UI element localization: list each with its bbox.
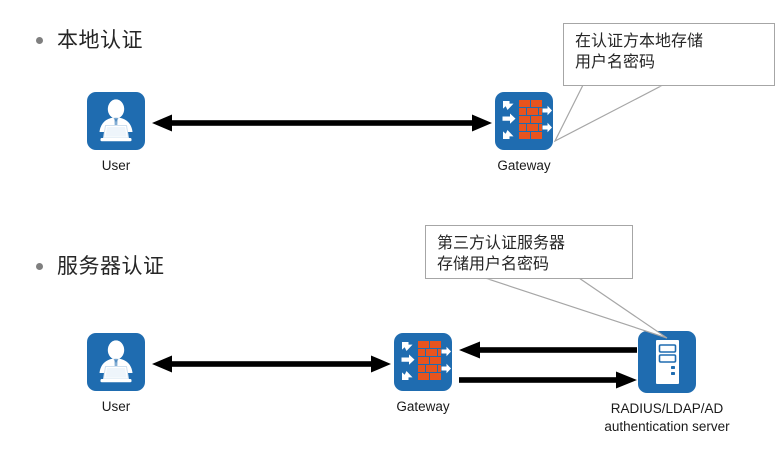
node-label-user: User <box>101 399 131 414</box>
node-label-gateway: Gateway <box>396 399 450 414</box>
callout-server-auth: 第三方认证服务器 存储用户名密码 <box>425 225 633 279</box>
callout-line-2: 存储用户名密码 <box>437 256 550 274</box>
arrow-gateway-to-server <box>459 369 637 396</box>
user-at-laptop-icon <box>87 333 145 391</box>
section-heading-local-auth: 本地认证 <box>36 30 143 51</box>
section-heading-label: 本地认证 <box>57 29 143 52</box>
node-user-local[interactable]: User <box>87 92 145 175</box>
node-label-auth-server-line2: authentication server <box>604 419 730 435</box>
node-user-server[interactable]: User <box>87 333 145 416</box>
firewall-gateway-icon <box>495 92 553 150</box>
node-label-auth-server: RADIUS/LDAP/AD authentication server <box>562 400 772 436</box>
callout-local-auth: 在认证方本地存储 用户名密码 <box>563 23 775 86</box>
node-label-user: User <box>101 158 131 173</box>
node-label-gateway: Gateway <box>497 158 551 173</box>
callout-line-2: 用户名密码 <box>575 54 656 72</box>
node-label-auth-server-line1: RADIUS/LDAP/AD <box>610 401 724 416</box>
node-auth-server[interactable]: RADIUS/LDAP/AD authentication server <box>604 331 772 436</box>
bullet-dot-icon <box>36 37 43 44</box>
arrow-user-gateway-server <box>152 353 391 380</box>
server-tower-icon <box>638 331 696 393</box>
arrow-server-to-gateway <box>459 339 637 366</box>
firewall-gateway-icon <box>394 333 452 391</box>
callout-tail-local-auth <box>545 83 665 152</box>
callout-line-1: 第三方认证服务器 <box>437 235 566 252</box>
section-heading-label: 服务器认证 <box>57 255 165 278</box>
callout-line-1: 在认证方本地存储 <box>575 33 704 50</box>
node-gateway-local[interactable]: Gateway <box>495 92 553 175</box>
arrow-user-gateway-local <box>152 112 492 139</box>
bullet-dot-icon <box>36 263 43 270</box>
node-gateway-server[interactable]: Gateway <box>394 333 452 416</box>
callout-tail-server-auth <box>484 276 670 349</box>
section-heading-server-auth: 服务器认证 <box>36 256 165 277</box>
user-at-laptop-icon <box>87 92 145 150</box>
